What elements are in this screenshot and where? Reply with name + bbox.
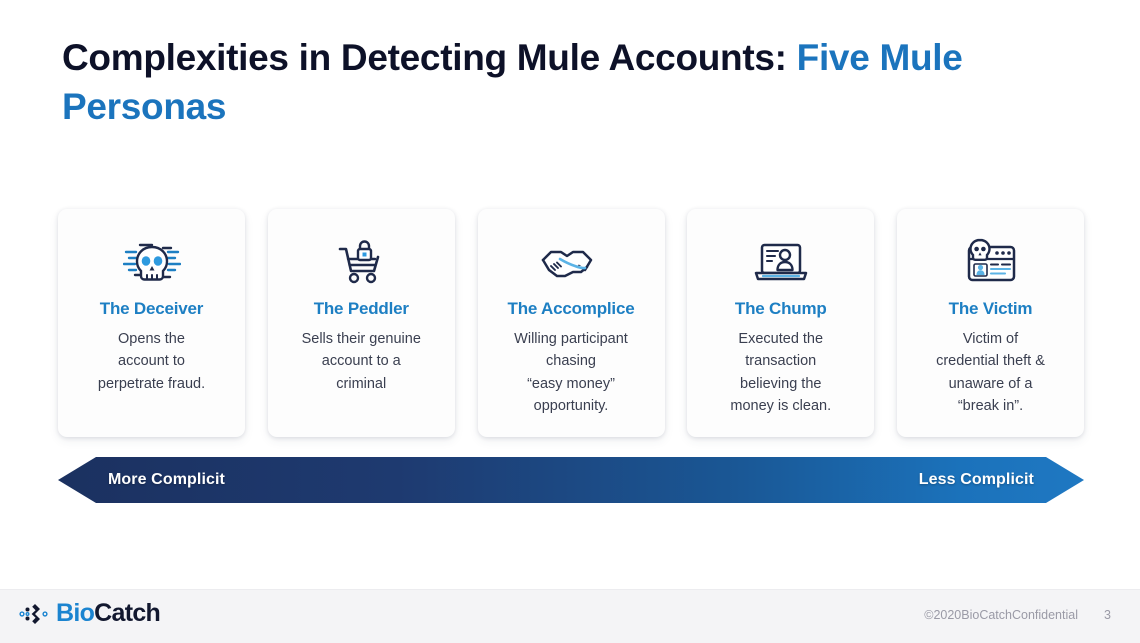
page-title-dark: Complexities in Detecting Mule Accounts: <box>62 37 797 78</box>
laptop-person-icon <box>751 231 811 293</box>
id-card-skull-icon <box>960 231 1022 293</box>
skull-glitch-icon <box>122 231 181 293</box>
persona-card-deceiver[interactable]: The Deceiver Opens the account to perpet… <box>58 209 245 437</box>
biocatch-wordmark: BioCatch <box>56 599 161 628</box>
persona-description: Opens the account to perpetrate fraud. <box>97 331 206 392</box>
double-arrow-shape <box>58 457 1084 503</box>
arrow-label-more-complicit: More Complicit <box>108 471 225 488</box>
cart-lock-icon <box>332 231 390 293</box>
persona-description: Victim of credential theft & unaware of … <box>936 331 1045 415</box>
slide-footer: BioCatch ©2020BioCatchConfidential 3 <box>0 589 1140 643</box>
page-number: 3 <box>1104 608 1111 622</box>
persona-card-row: The Deceiver Opens the account to perpet… <box>58 209 1084 437</box>
persona-card-accomplice[interactable]: The Accomplice Willing participant chasi… <box>477 209 665 437</box>
logo-text-bio: Bio <box>56 599 95 627</box>
page-title: Complexities in Detecting Mule Accounts:… <box>62 34 1072 132</box>
persona-title: The Accomplice <box>507 299 635 318</box>
persona-card-victim[interactable]: The Victim Victim of credential theft & … <box>897 209 1084 437</box>
complicity-scale-banner: More Complicit Less Complicit <box>58 457 1084 503</box>
page-title-accent: Five Mule Personas <box>62 37 963 127</box>
arrow-label-less-complicit: Less Complicit <box>918 471 1034 488</box>
logo-text-catch: Catch <box>94 599 161 627</box>
persona-card-chump[interactable]: The Chump Executed the transaction belie… <box>687 209 875 437</box>
persona-description: Sells their genuine account to a crimina… <box>301 331 421 392</box>
biocatch-logo: BioCatch <box>18 599 161 628</box>
persona-title: The Chump <box>734 299 827 318</box>
persona-description: Willing participant chasing “easy money”… <box>514 331 628 415</box>
biocatch-mark-icon <box>19 603 48 624</box>
persona-title: The Deceiver <box>99 299 204 318</box>
persona-title: The Victim <box>948 299 1033 318</box>
persona-title: The Peddler <box>313 299 409 318</box>
persona-description: Executed the transaction believing the m… <box>730 331 832 415</box>
copyright-notice: ©2020BioCatchConfidential <box>924 608 1078 622</box>
handshake-icon <box>538 231 604 293</box>
persona-card-peddler[interactable]: The Peddler Sells their genuine account … <box>267 209 455 437</box>
